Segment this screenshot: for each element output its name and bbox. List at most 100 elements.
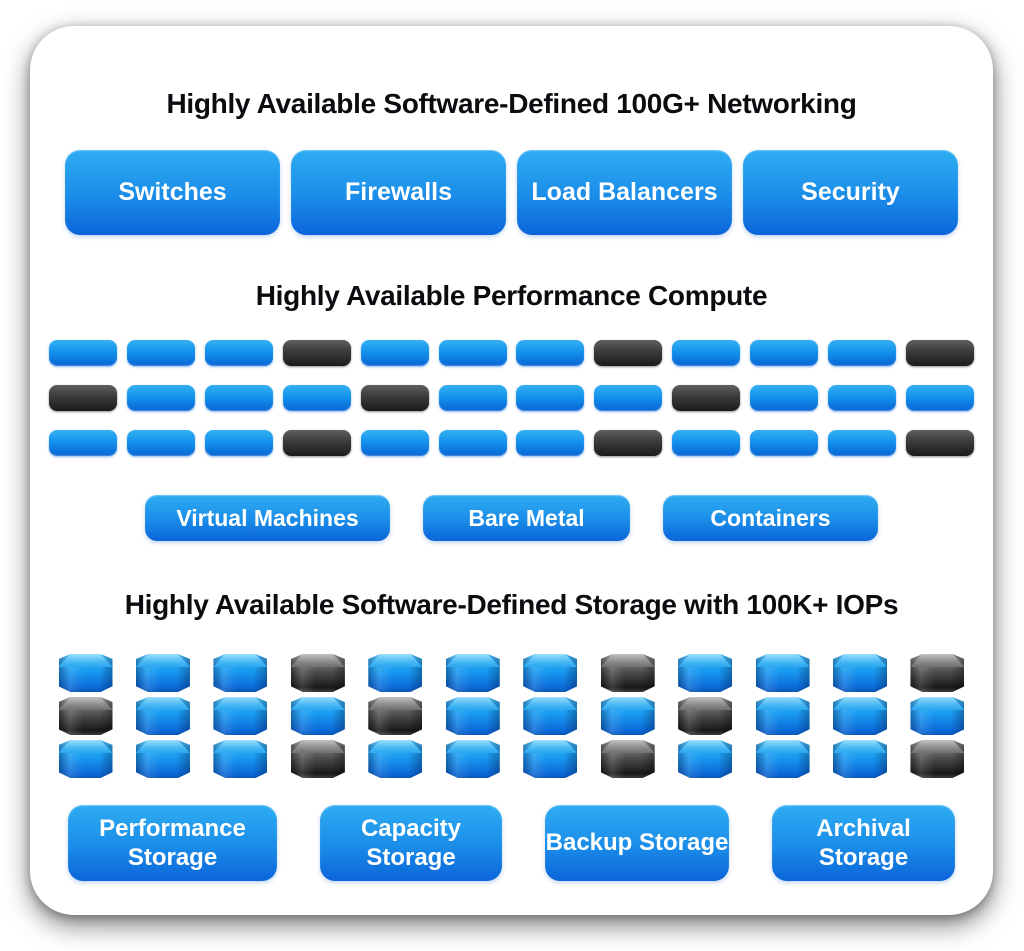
compute-node-blue [516,430,585,456]
storage-node-blue [833,740,888,778]
security-button[interactable]: Security [743,150,958,235]
storage-node-top [368,654,423,667]
storage-node-top [58,740,113,753]
compute-node-blue [438,340,507,366]
storage-node-top [213,654,268,667]
compute-node-blue [438,430,507,456]
storage-node-blue [755,654,810,692]
storage-node-dark [910,740,965,778]
storage-node-blue [833,697,888,735]
backup-storage-button[interactable]: Backup Storage [545,805,729,881]
storage-node-blue [368,654,423,692]
compute-node-dark [282,430,351,456]
compute-node-blue [672,340,741,366]
compute-node-grid [49,340,974,456]
compute-node-blue [750,385,819,411]
compute-buttons-row: Virtual Machines Bare Metal Containers [145,495,878,541]
storage-node-top [833,654,888,667]
bare-metal-button[interactable]: Bare Metal [423,495,630,541]
storage-node-blue [58,654,113,692]
archival-storage-button[interactable]: Archival Storage [772,805,955,881]
storage-node-top [523,654,578,667]
storage-node-top [910,654,965,667]
storage-node-top [290,654,345,667]
compute-node-blue [828,430,897,456]
storage-node-top [213,697,268,710]
storage-node-top [910,697,965,710]
storage-node-blue [368,740,423,778]
storage-node-top [523,740,578,753]
storage-node-row [58,654,965,692]
storage-node-row [58,697,965,735]
storage-node-blue [755,740,810,778]
compute-node-row [49,385,974,411]
compute-node-blue [594,385,663,411]
storage-node-top [833,697,888,710]
storage-node-top [135,654,190,667]
compute-node-blue [126,385,195,411]
storage-node-blue [523,697,578,735]
compute-node-blue [750,340,819,366]
compute-node-dark [905,340,974,366]
storage-node-top [290,740,345,753]
storage-node-blue [213,740,268,778]
storage-node-top [290,697,345,710]
compute-node-row [49,430,974,456]
compute-node-dark [905,430,974,456]
firewalls-button[interactable]: Firewalls [291,150,506,235]
storage-node-top [600,697,655,710]
storage-node-top [135,697,190,710]
compute-node-dark [49,385,117,411]
storage-node-blue [135,697,190,735]
storage-node-dark [290,740,345,778]
storage-node-top [368,740,423,753]
storage-node-top [600,654,655,667]
storage-node-blue [678,740,733,778]
compute-node-blue [828,340,897,366]
storage-node-blue [678,654,733,692]
storage-node-top [213,740,268,753]
containers-button[interactable]: Containers [663,495,878,541]
switches-button[interactable]: Switches [65,150,280,235]
storage-node-top [368,697,423,710]
storage-node-blue [135,740,190,778]
storage-node-top [135,740,190,753]
storage-node-top [755,740,810,753]
storage-node-top [678,740,733,753]
compute-node-blue [828,385,897,411]
storage-node-top [678,654,733,667]
storage-node-top [755,654,810,667]
storage-node-blue [213,654,268,692]
storage-node-blue [523,740,578,778]
performance-storage-button[interactable]: Performance Storage [68,805,277,881]
storage-node-dark [290,654,345,692]
storage-node-blue [755,697,810,735]
compute-node-blue [360,340,429,366]
storage-node-dark [58,697,113,735]
storage-node-top [523,697,578,710]
storage-node-blue [290,697,345,735]
storage-node-blue [910,697,965,735]
compute-node-blue [204,385,273,411]
storage-node-dark [678,697,733,735]
storage-section-title: Highly Available Software-Defined Storag… [124,589,899,620]
storage-node-blue [523,654,578,692]
compute-node-blue [126,340,195,366]
compute-node-dark [360,385,429,411]
storage-node-top [445,654,500,667]
storage-node-top [755,697,810,710]
load-balancers-button[interactable]: Load Balancers [517,150,732,235]
compute-node-dark [282,340,351,366]
compute-node-blue [49,340,117,366]
compute-node-dark [594,340,663,366]
storage-node-blue [213,697,268,735]
storage-node-top [678,697,733,710]
compute-node-blue [282,385,351,411]
networking-section-title: Highly Available Software-Defined 100G+ … [166,88,857,119]
networking-buttons-row: Switches Firewalls Load Balancers Securi… [65,150,958,235]
storage-node-dark [600,654,655,692]
storage-node-blue [445,697,500,735]
capacity-storage-button[interactable]: Capacity Storage [320,805,502,881]
virtual-machines-button[interactable]: Virtual Machines [145,495,390,541]
storage-node-top [445,697,500,710]
